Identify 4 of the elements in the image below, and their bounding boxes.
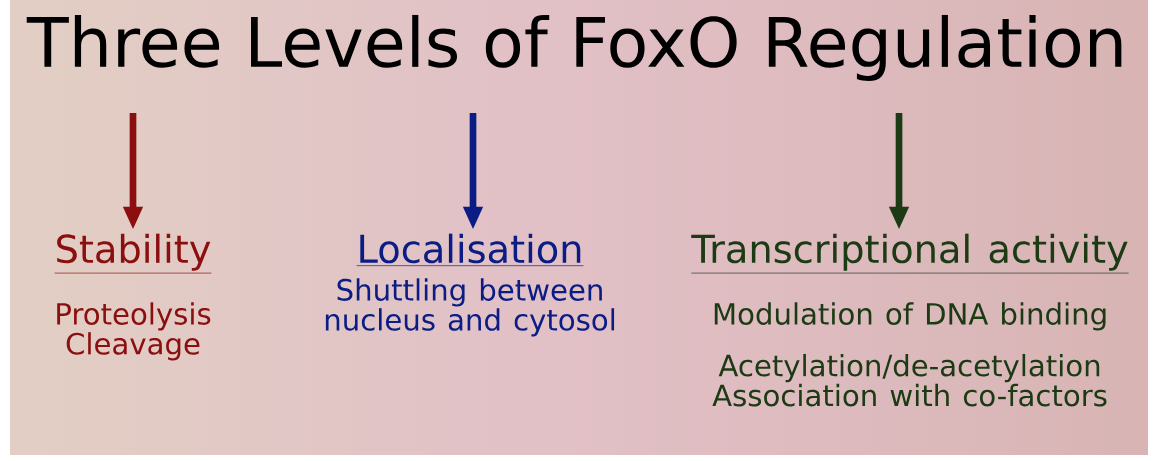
- title: Three Levels of FoxO Regulation: [26, 14, 1122, 82]
- heading-text-block: Transcriptional activity Modulation of DNA binding Acetylation/de-acetylation Association with co-factors: [691, 233, 1129, 407]
- heading-text-block: Localisation Shuttling between nucleus and cytosol: [325, 233, 615, 337]
- heading-text-block: Stability Proteolysis Cleavage: [54, 233, 212, 361]
